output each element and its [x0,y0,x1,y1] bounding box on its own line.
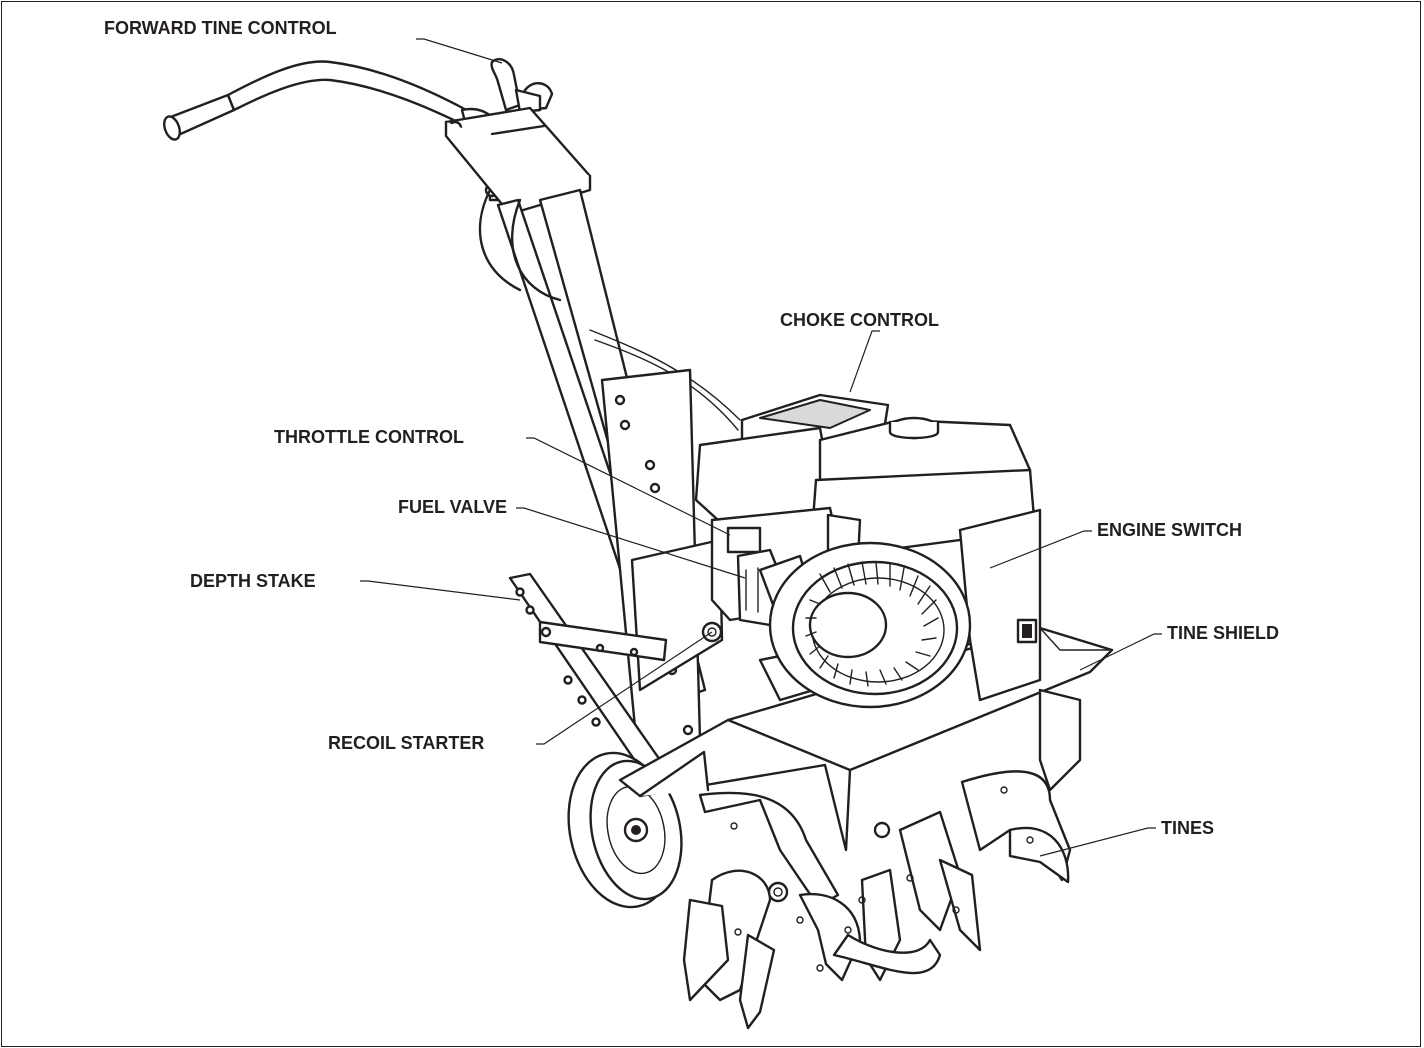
engine [694,393,1042,702]
label-tines: TINES [1161,818,1215,838]
leader-tine-shield [1079,633,1162,671]
recoil-starter-housing [768,541,972,709]
leader-tines [1039,827,1156,857]
frame-bracket [600,368,724,782]
leader-throttle-control [526,437,731,536]
leader-fuel-valve [516,507,746,579]
leader-choke-control [849,330,880,393]
leader-engine-switch [989,530,1092,569]
label-engine-switch: ENGINE SWITCH [1097,520,1243,540]
label-choke-control: CHOKE CONTROL [780,310,939,330]
label-recoil-starter: RECOIL STARTER [328,733,485,753]
label-depth-stake: DEPTH STAKE [190,571,316,591]
label-tine-shield: TINE SHIELD [1167,623,1280,643]
label-throttle-control: THROTTLE CONTROL [274,427,464,447]
forward-tine-control-lever [490,58,554,114]
leader-forward-tine-control [416,38,503,64]
label-forward-tine-control: FORWARD TINE CONTROL [104,18,337,38]
depth-stake [508,572,668,770]
leader-depth-stake [360,580,521,601]
leader-lines [360,38,1162,857]
control-panel [444,106,592,216]
tines [682,688,1082,1030]
leader-recoil-starter [536,631,713,745]
label-fuel-valve: FUEL VALVE [398,497,508,517]
